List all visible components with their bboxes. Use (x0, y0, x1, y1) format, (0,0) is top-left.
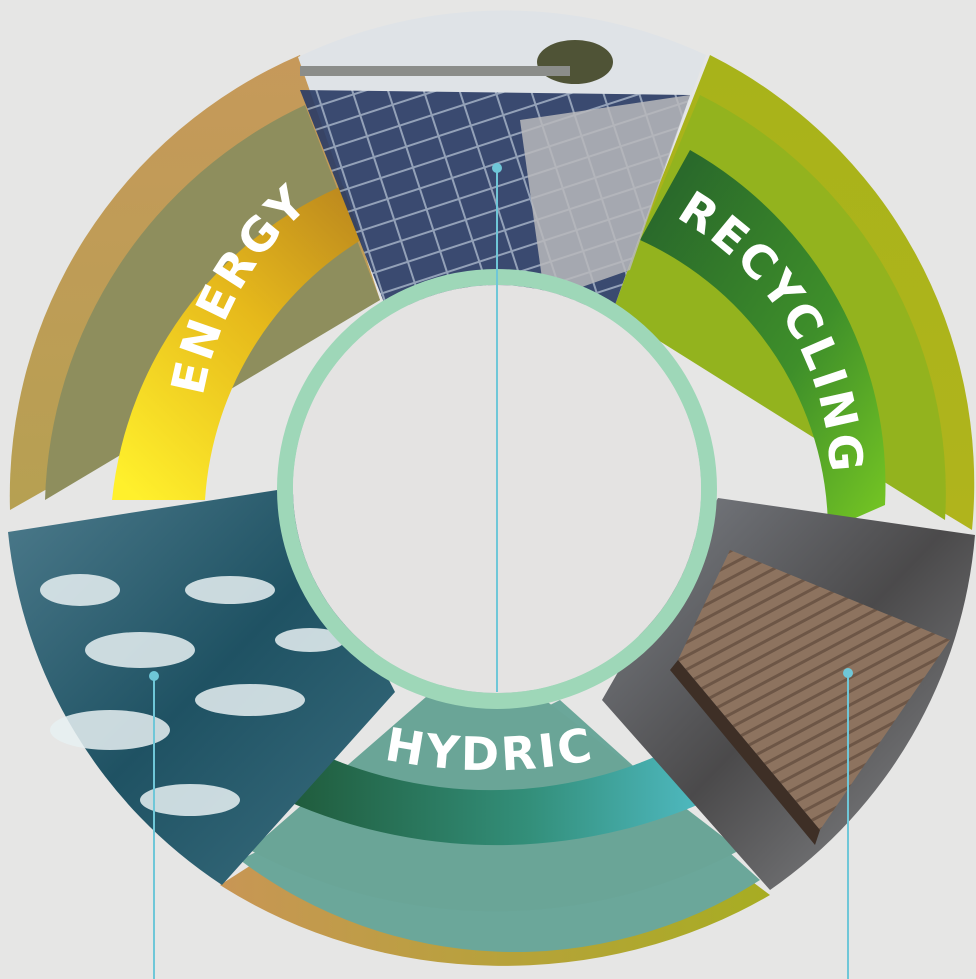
hydric-band (285, 740, 730, 846)
wood-photo-plank (678, 550, 950, 830)
solar-photo-tree (537, 40, 613, 84)
hydric-label: HYDRIC (382, 717, 599, 781)
water-pointer-dot (149, 671, 159, 681)
pointer-lines (149, 163, 853, 979)
recycled-wood-decking-photo (602, 498, 975, 890)
solar-photo-skyline (300, 66, 570, 76)
solar-panels-photo (298, 10, 706, 305)
recycling-band (640, 150, 886, 530)
energy-band (112, 178, 382, 500)
water-surface-photo (8, 488, 395, 885)
hydric-band-base (250, 650, 740, 912)
water-photo-foam (40, 574, 345, 816)
wood-photo-plank-edge (670, 660, 820, 845)
solar-photo-roof (520, 95, 690, 300)
solar-pointer-dot (492, 163, 502, 173)
wood-pointer-dot (843, 668, 853, 678)
